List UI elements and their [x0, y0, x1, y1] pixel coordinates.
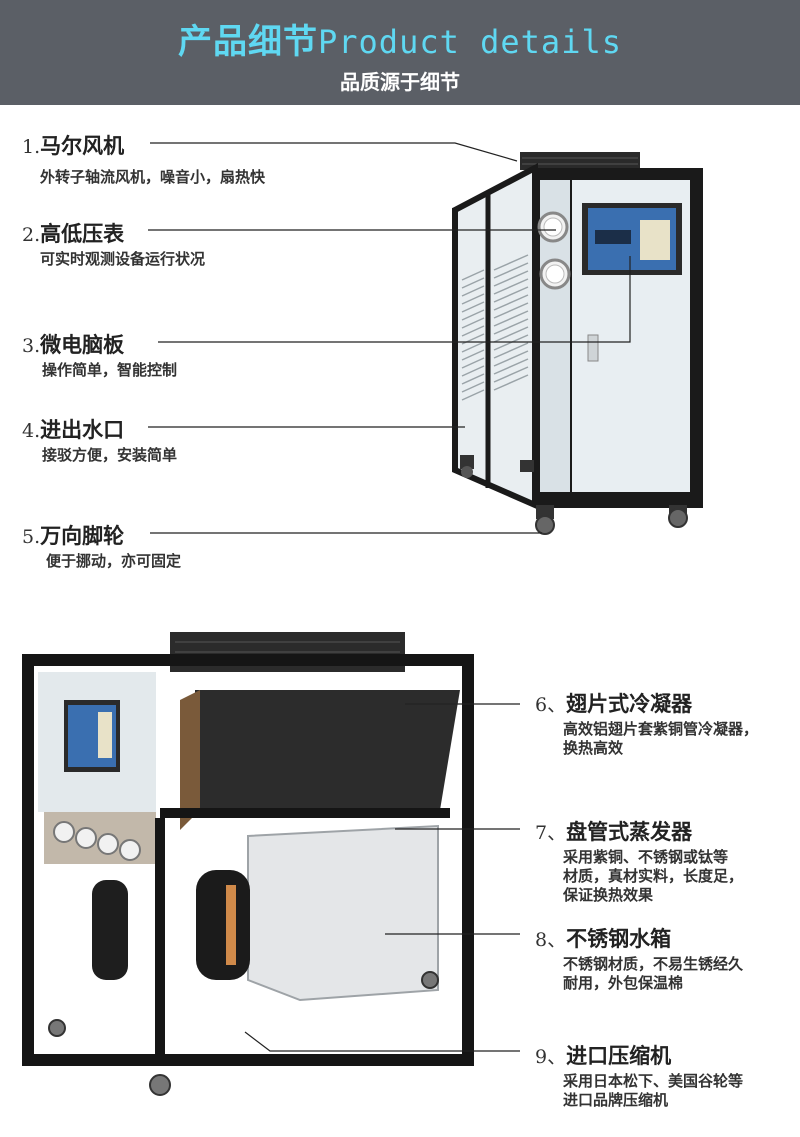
feature-desc-line: 采用日本松下、美国谷轮等	[563, 1072, 744, 1090]
feature-desc-line: 保证换热效果	[563, 886, 654, 904]
feature-4: 4.进出水口 接驳方便，安装简单	[22, 414, 177, 465]
feature-8: 8、不锈钢水箱 不锈钢材质，不易生锈经久 耐用，外包保温棉	[535, 923, 743, 993]
feature-number: 4.	[22, 420, 41, 442]
feature-desc: 接驳方便，安装简单	[42, 446, 178, 464]
feature-desc-line: 不锈钢材质，不易生锈经久	[563, 955, 744, 973]
title-en: Product details	[318, 23, 622, 61]
feature-number: 7、	[535, 822, 567, 844]
condenser-fins	[180, 690, 460, 830]
fan-guard-top	[520, 152, 640, 170]
feature-number: 1.	[22, 136, 41, 158]
feature-number: 3.	[22, 335, 41, 357]
feature-title: 万向脚轮	[40, 523, 125, 548]
feature-desc-line: 进口品牌压缩机	[563, 1091, 669, 1109]
feature-title: 进出水口	[40, 417, 125, 442]
feature-number: 5.	[22, 526, 41, 548]
leader-line-3	[158, 256, 631, 343]
page-subtitle: 品质源于细节	[340, 70, 460, 94]
feature-title: 马尔风机	[40, 133, 125, 158]
feature-7: 7、盘管式蒸发器 采用紫铜、不锈钢或钛等 材质，真材实料，长度足， 保证换热效果	[535, 816, 743, 905]
feature-5: 5.万向脚轮 便于挪动，亦可固定	[22, 520, 181, 571]
feature-number: 6、	[535, 694, 567, 716]
compressor	[92, 870, 250, 980]
header-banner: 产品细节Product details 品质源于细节	[0, 0, 800, 105]
feature-desc-line: 采用紫铜、不锈钢或钛等	[563, 848, 729, 866]
feature-desc: 外转子轴流风机，噪音小，扇热快	[40, 168, 266, 186]
feature-title: 微电脑板	[40, 332, 125, 357]
page-title: 产品细节Product details	[0, 14, 800, 63]
feature-6: 6、翅片式冷凝器 高效铝翅片套紫铜管冷凝器， 换热高效	[535, 688, 758, 758]
side-louvers	[461, 254, 529, 401]
pressure-gauges	[537, 211, 571, 290]
feature-number: 2.	[22, 224, 41, 246]
feature-9: 9、进口压缩机 采用日本松下、美国谷轮等 进口品牌压缩机	[535, 1040, 743, 1110]
feature-2: 2.高低压表 可实时观测设备运行状况	[22, 218, 205, 269]
controller-panel	[582, 203, 682, 275]
feature-number: 9、	[535, 1046, 567, 1068]
feature-number: 8、	[535, 929, 567, 951]
feature-desc-line: 高效铝翅片套紫铜管冷凝器，	[563, 720, 759, 738]
feature-title: 进口压缩机	[566, 1043, 672, 1068]
leader-line-1	[150, 142, 518, 162]
feature-desc: 便于挪动，亦可固定	[46, 552, 182, 570]
leader-line-9	[244, 1031, 520, 1052]
feature-title: 盘管式蒸发器	[566, 819, 693, 844]
casters	[460, 455, 688, 535]
feature-desc-line: 材质，真材实料，长度足，	[563, 867, 744, 885]
feature-3: 3.微电脑板 操作简单，智能控制	[22, 329, 177, 380]
feature-title: 翅片式冷凝器	[566, 691, 693, 716]
feature-desc-line: 换热高效	[563, 739, 624, 757]
feature-1: 1.马尔风机 外转子轴流风机，噪音小，扇热快	[22, 130, 265, 187]
feature-desc-line: 耐用，外包保温棉	[563, 974, 684, 992]
feature-desc: 可实时观测设备运行状况	[40, 250, 206, 268]
feature-desc: 操作简单，智能控制	[42, 361, 178, 379]
feature-title: 不锈钢水箱	[566, 926, 672, 951]
title-cn: 产品细节	[178, 22, 318, 62]
feature-title: 高低压表	[40, 221, 125, 246]
